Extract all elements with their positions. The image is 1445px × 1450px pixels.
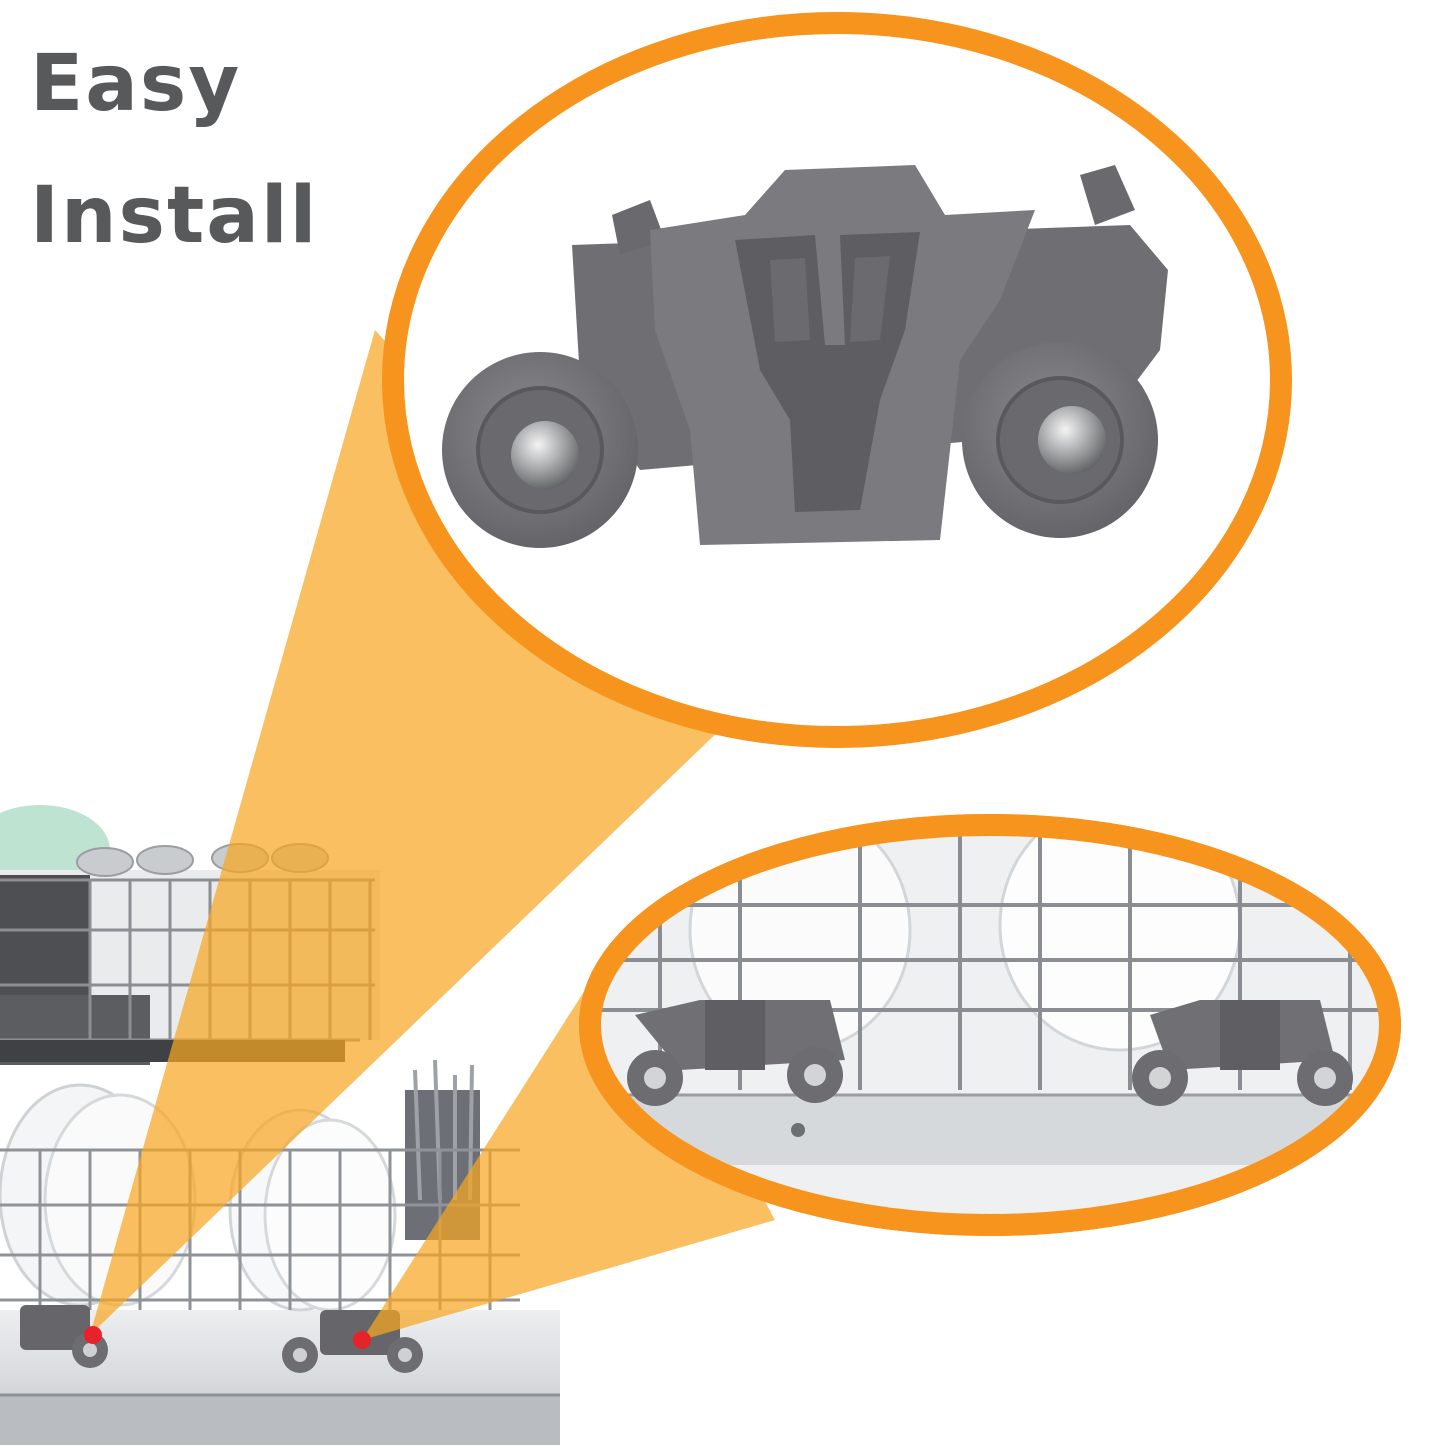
installed-wheel-right — [1132, 1000, 1353, 1106]
headline-line-1: Easy — [30, 39, 242, 129]
marker-right-wheel — [353, 1331, 371, 1349]
headline: Easy Install — [30, 18, 318, 282]
headline-line-2: Install — [30, 171, 319, 261]
marker-left-wheel — [84, 1326, 102, 1344]
callout-wheel-closeup — [382, 12, 1292, 748]
installed-wheel-left — [627, 1000, 845, 1106]
callout-installed-closeup — [579, 814, 1401, 1236]
wheel-assembly-part — [442, 165, 1168, 548]
